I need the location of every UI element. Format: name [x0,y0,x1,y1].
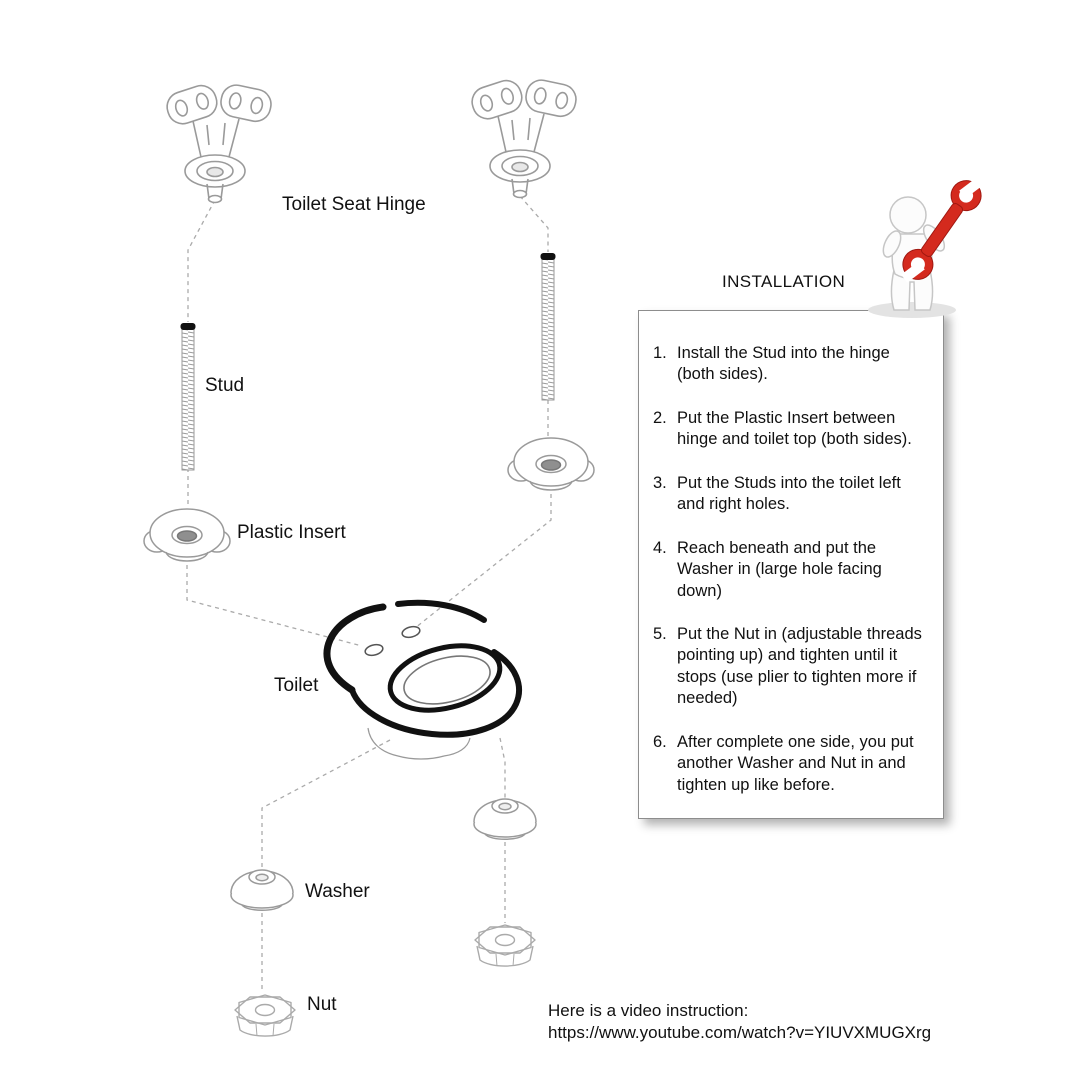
video-url-text: https://www.youtube.com/watch?v=YIUVXMUG… [548,1023,932,1042]
plastic-insert-left-drawing [143,508,231,562]
step-text: Install the Stud into the hinge (both si… [677,344,890,384]
toilet-drawing [323,599,522,760]
step-number: 5. [653,624,667,643]
video-instruction-note: Here is a video instruction: https://www… [548,1000,931,1044]
stud-left-drawing [180,322,196,471]
step-text: Put the Nut in (adjustable threads point… [677,624,922,708]
red-wrench-icon [901,177,983,283]
step-number: 4. [653,538,667,557]
mascot-arm-left [882,230,902,258]
stud-right-drawing [540,252,556,401]
installation-step-3: 3. Put the Studs into the toilet left an… [653,473,931,516]
label-stud: Stud [205,375,245,396]
step-number: 1. [653,344,667,362]
nut-left-drawing [234,994,296,1037]
label-toilet: Toilet [274,675,319,696]
label-nut: Nut [307,994,337,1015]
label-toilet-seat-hinge: Toilet Seat Hinge [282,194,426,215]
mascot-arm-right [922,224,946,252]
step-text: After complete one side, you put another… [677,732,914,794]
step-number: 3. [653,473,667,492]
hinge-left-drawing [162,80,275,204]
nut-right-drawing [474,924,536,967]
installation-step-1: 1. Install the Stud into the hinge (both… [653,343,931,386]
step-number: 2. [653,408,667,427]
installation-step-4: 4. Reach beneath and put the Washer in (… [653,538,931,602]
installation-step-6: 6. After complete one side, you put anot… [653,732,931,796]
label-plastic-insert: Plastic Insert [237,522,346,543]
hinge-right-drawing [467,75,580,199]
plastic-insert-right-drawing [507,437,595,491]
washer-left-drawing [230,869,294,911]
mascot-head [889,196,927,234]
assembly-dashed-lines [186,195,552,993]
installation-step-2: 2. Put the Plastic Insert between hinge … [653,408,931,451]
mascot-torso [891,233,933,280]
step-number: 6. [653,732,667,751]
installation-step-5: 5. Put the Nut in (adjustable threads po… [653,624,931,710]
step-text: Put the Plastic Insert between hinge and… [677,408,912,449]
step-text: Reach beneath and put the Washer in (lar… [677,538,882,600]
installation-steps-box: 1. Install the Stud into the hinge (both… [638,310,944,819]
step-text: Put the Studs into the toilet left and r… [677,473,901,514]
mascot-legs [890,269,934,311]
washer-right-drawing [473,798,537,840]
video-intro-text: Here is a video instruction: [548,1001,749,1020]
label-washer: Washer [305,881,370,902]
installation-title: INSTALLATION [722,272,846,291]
mascot-figure [868,177,983,318]
